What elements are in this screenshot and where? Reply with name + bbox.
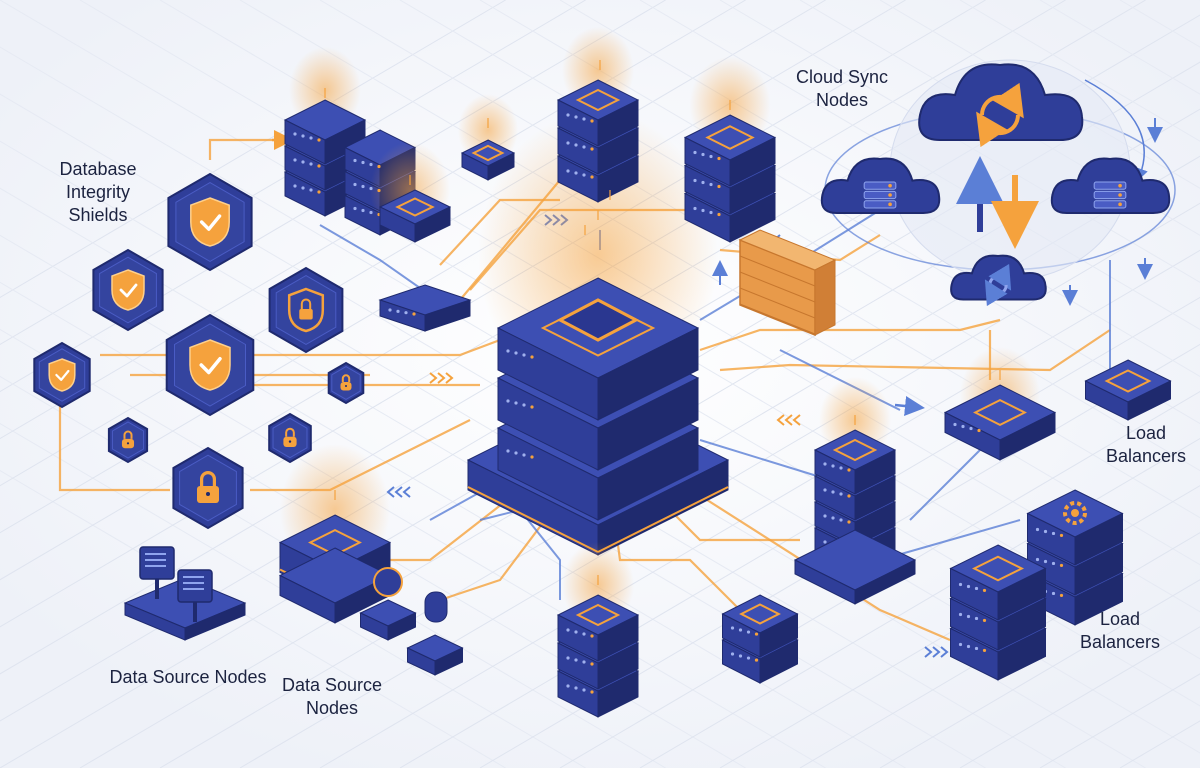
network-switch bbox=[378, 284, 472, 332]
arrow-right bbox=[894, 396, 925, 416]
server-stack-bottom-center bbox=[556, 541, 640, 718]
blue-connection-2 bbox=[479, 508, 561, 600]
shield-check-icon bbox=[48, 358, 76, 392]
server-stack-bottom-right bbox=[949, 544, 1047, 681]
orange-connection-10 bbox=[719, 329, 1111, 372]
lock-hex-small-3 bbox=[268, 412, 312, 464]
blue-connection-0 bbox=[319, 224, 431, 296]
shield-hex-left bbox=[92, 248, 164, 332]
gear-icon bbox=[1063, 501, 1087, 525]
server-box-orange-top-left bbox=[370, 142, 452, 243]
server-stack-bottom-center-2 bbox=[721, 594, 799, 684]
label-cloud-sync-nodes: Cloud Sync Nodes bbox=[795, 67, 889, 110]
shield-lock-icon bbox=[287, 287, 325, 333]
sync-arrows-icon bbox=[984, 263, 1012, 307]
data-source-server-glow bbox=[278, 444, 392, 624]
chevrons-bottom-left bbox=[386, 486, 411, 498]
lockshield-hex bbox=[268, 266, 344, 354]
orange-connection-9 bbox=[699, 318, 1001, 352]
shield-hex-far-left bbox=[33, 341, 91, 409]
padlock-icon bbox=[121, 430, 135, 449]
orange-connection-1 bbox=[58, 400, 170, 492]
load-balancer-box-flat bbox=[1084, 359, 1172, 421]
chevrons-bottom-right bbox=[924, 646, 949, 658]
chevrons-left-center bbox=[429, 372, 454, 384]
glow-particles bbox=[324, 60, 1001, 585]
cloud-node-left bbox=[820, 157, 941, 214]
monitor-icon-1 bbox=[139, 546, 175, 599]
orange-connection-0 bbox=[208, 138, 280, 160]
shield-check-icon bbox=[190, 197, 230, 247]
cloud-node-bottom bbox=[950, 254, 1047, 307]
shield-hex-center bbox=[165, 313, 255, 417]
shield-hex-top bbox=[167, 172, 253, 272]
brick-wall-icon bbox=[712, 229, 837, 337]
data-source-probes-center bbox=[359, 567, 464, 676]
cloud-node-top bbox=[918, 63, 1084, 148]
load-balancer-box-glow bbox=[943, 347, 1057, 461]
central-server-stack bbox=[466, 111, 730, 556]
padlock-icon bbox=[283, 427, 297, 447]
server-chip-top bbox=[458, 94, 518, 181]
orange-connection-15 bbox=[659, 469, 951, 642]
lock-hex-small-1 bbox=[327, 361, 365, 405]
blue-connection-7 bbox=[879, 519, 1021, 561]
server-stack-top-center bbox=[556, 26, 640, 203]
blue-connection-5 bbox=[699, 439, 831, 481]
label-load-balancers-lower: Load Balancers bbox=[1079, 609, 1161, 652]
lock-hex-small-2 bbox=[107, 416, 149, 464]
lock-hex-large bbox=[172, 446, 244, 530]
chevrons-right-center bbox=[776, 414, 801, 426]
server-rack-icon bbox=[1093, 181, 1127, 209]
sync-arrows-icon bbox=[976, 82, 1024, 148]
orange-connection-14 bbox=[439, 499, 561, 602]
shield-check-icon bbox=[189, 339, 231, 391]
padlock-icon bbox=[340, 374, 352, 391]
label-load-balancers-upper: Load Balancers bbox=[1105, 423, 1187, 466]
monitor-icon-2 bbox=[177, 569, 213, 622]
label-data-source-nodes-left: Data Source Nodes bbox=[109, 667, 267, 687]
shield-check-icon bbox=[111, 269, 145, 311]
server-rack-icon bbox=[863, 181, 897, 209]
server-base-right bbox=[793, 529, 917, 605]
label-data-source-nodes-center: Data Source Nodes bbox=[281, 675, 383, 718]
server-stack-top-right bbox=[683, 56, 777, 243]
padlock-icon bbox=[197, 471, 219, 503]
label-database-integrity-shields: Database Integrity Shields bbox=[59, 159, 137, 225]
cloud-node-right bbox=[1050, 157, 1171, 214]
